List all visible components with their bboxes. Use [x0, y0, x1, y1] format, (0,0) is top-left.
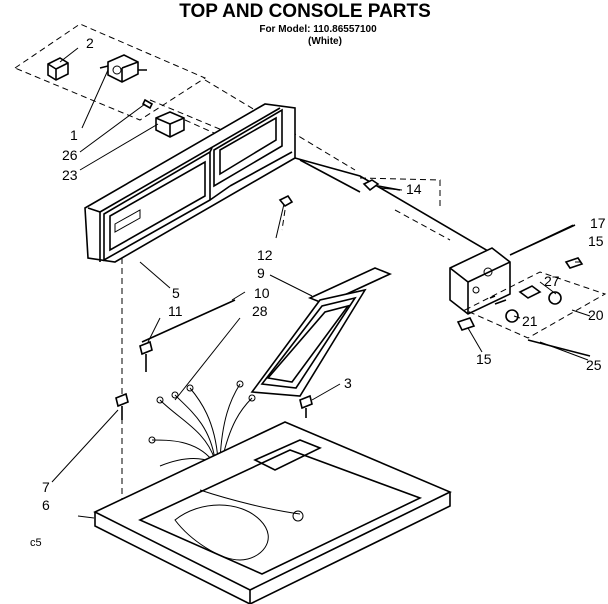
callout-25: 25 — [586, 357, 602, 373]
diagram-title: TOP AND CONSOLE PARTS — [179, 1, 431, 22]
callout-14: 14 — [406, 181, 422, 197]
callout-15-upper: 15 — [588, 233, 604, 249]
callout-10: 10 — [254, 285, 270, 301]
callout-3: 3 — [344, 375, 352, 391]
pin-parts-15 — [456, 257, 584, 331]
inset-box-upper-left — [13, 23, 207, 121]
leader-lines — [51, 47, 591, 519]
callout-17: 17 — [590, 215, 606, 231]
callout-5: 5 — [172, 285, 180, 301]
callout-28: 28 — [252, 303, 268, 319]
screws-11-3-7 — [115, 340, 313, 420]
screw-part-12 — [278, 194, 294, 208]
corner-code: c5 — [30, 537, 42, 549]
callout-11: 11 — [168, 303, 183, 319]
small-parts-26-23 — [141, 98, 185, 138]
callout-26: 26 — [62, 147, 78, 163]
door-lid — [250, 267, 393, 397]
inset-box-knobs — [463, 271, 607, 357]
callout-27: 27 — [544, 273, 560, 289]
callout-1: 1 — [70, 127, 78, 143]
callout-6: 6 — [42, 497, 50, 513]
color-line: (White) — [308, 36, 342, 47]
console-backsplash — [84, 103, 501, 263]
model-line: For Model: 110.86557100 — [259, 24, 377, 35]
callout-15-lower: 15 — [476, 351, 492, 367]
callout-9: 9 — [257, 265, 265, 281]
callout-20: 20 — [588, 307, 604, 323]
cabinet-top — [93, 421, 452, 604]
callout-21: 21 — [522, 313, 538, 329]
callout-23: 23 — [62, 167, 78, 183]
projection-lines — [121, 79, 451, 520]
callout-12: 12 — [257, 247, 273, 263]
callout-2: 2 — [86, 35, 94, 51]
callout-7: 7 — [42, 479, 50, 495]
